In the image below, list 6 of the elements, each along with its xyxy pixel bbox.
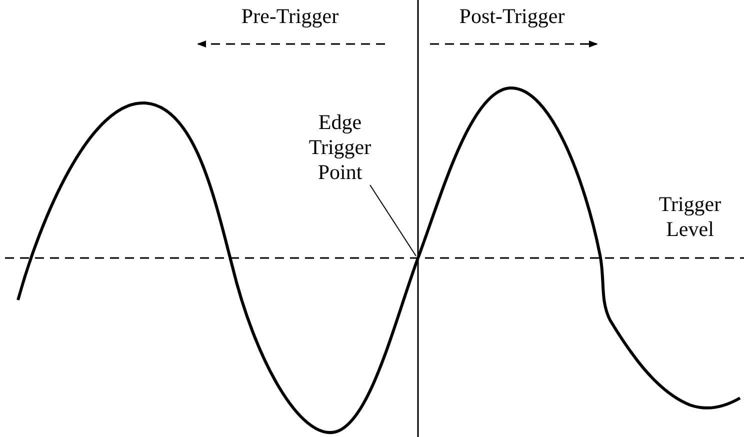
- leader-line: [370, 184, 416, 256]
- region-label: Pre-Trigger: [240, 4, 340, 29]
- region-label: Post-Trigger: [458, 4, 566, 29]
- waveform-curve: [16, 86, 741, 434]
- trigger-level-label: Trigger Level: [658, 192, 722, 242]
- callout-label: Edge Trigger Point: [290, 110, 390, 185]
